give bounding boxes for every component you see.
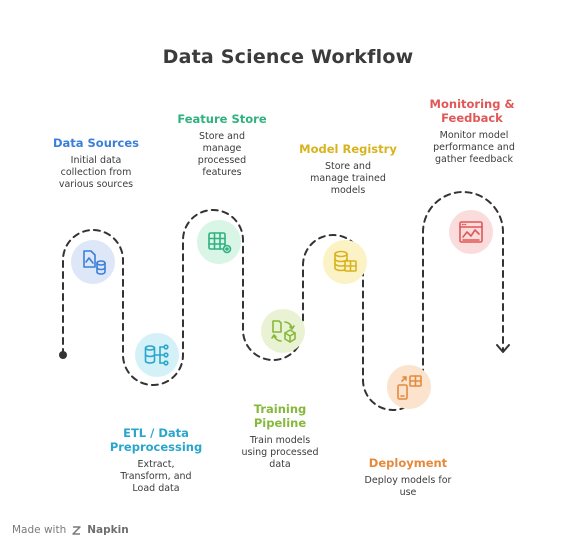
database-table-icon: [334, 250, 357, 272]
workflow-path: [62, 191, 504, 411]
path-end-arrow: [496, 344, 510, 353]
step-node-feature-store: [197, 220, 241, 264]
footer-prefix: Made with: [12, 524, 67, 536]
napkin-logo-icon: [72, 525, 81, 535]
spreadsheet-gear-icon: [208, 232, 232, 254]
monitor-chart-icon: [459, 221, 483, 243]
step-title-model-registry: Model Registry: [299, 142, 397, 156]
footer-brand: Napkin: [87, 524, 129, 536]
step-node-deployment: [387, 365, 431, 409]
step-title-monitoring: Monitoring &Feedback: [429, 97, 515, 125]
file-database-icon: [83, 250, 106, 275]
page-title: Data Science Workflow: [162, 46, 414, 68]
step-node-etl: [135, 333, 179, 377]
step-node-data-sources: [71, 240, 115, 284]
step-node-monitoring: [449, 210, 493, 254]
step-node-training: [261, 309, 305, 353]
model-cycle-icon: [271, 320, 296, 343]
path-start-dot: [59, 351, 67, 359]
step-title-feature-store: Feature Store: [177, 112, 267, 126]
database-flow-icon: [144, 344, 169, 366]
step-title-deployment: Deployment: [368, 456, 448, 470]
step-node-model-registry: [323, 240, 367, 284]
footer-watermark: Made with Napkin: [12, 524, 129, 536]
step-title-data-sources: Data Sources: [52, 136, 140, 150]
mobile-deploy-icon: [397, 375, 422, 400]
